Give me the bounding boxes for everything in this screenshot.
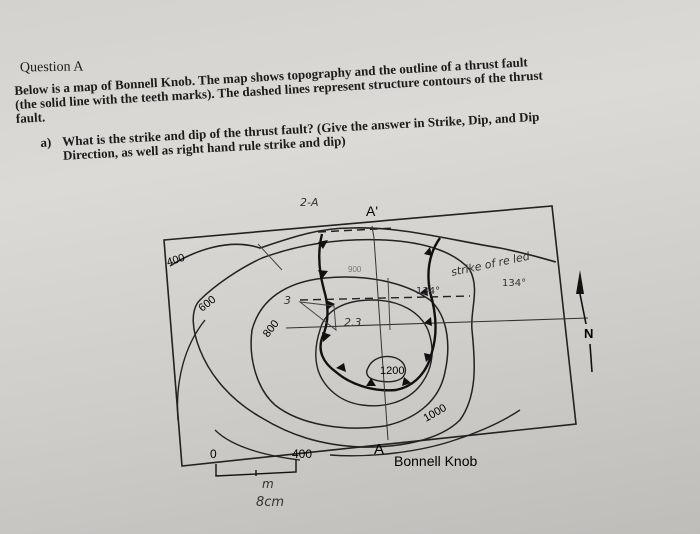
contour-label-400: 400 (165, 252, 186, 269)
pencil-diagonal (257, 243, 283, 271)
north-arrow-tail (589, 343, 593, 373)
north-arrow (576, 270, 584, 294)
handwritten-strike-value: 134° (416, 286, 440, 297)
structure-contour (285, 317, 589, 329)
contour-label-1200: 1200 (380, 365, 404, 377)
contour-label-800: 800 (261, 318, 282, 340)
contour-400 (169, 227, 557, 267)
thrust-fault-line (318, 233, 441, 392)
structure-contour (299, 295, 471, 301)
handwritten-strike-value: 134° (502, 278, 526, 289)
north-label: N (584, 326, 593, 341)
handwritten-note: 3 (284, 294, 291, 307)
handwritten-note: 2-A (300, 196, 319, 209)
contour-label-faded: 900 (348, 265, 362, 274)
map-border (163, 205, 577, 467)
cross-section-line (371, 225, 389, 441)
handwritten-note: 2.3 (344, 316, 362, 329)
contour-1200 (365, 355, 407, 383)
pencil-triangle (298, 301, 337, 332)
north-arrow-shaft (579, 293, 587, 325)
scale-unit: m (262, 477, 274, 491)
section-end-label: A' (366, 203, 378, 219)
contour-1000-upper (214, 429, 301, 461)
contour-800 (250, 276, 449, 429)
structure-contour (317, 227, 397, 233)
contour-1000 (315, 299, 433, 407)
scale-bar (215, 460, 297, 477)
pencil-vertical (387, 277, 391, 331)
scale-start: 0 (210, 447, 217, 461)
fault-teeth (318, 240, 433, 386)
section-start-label: A (374, 441, 384, 458)
map-name: Bonnell Knob (394, 453, 478, 469)
handwritten-cm-note: 8cm (256, 495, 284, 510)
contour-label-600: 600 (196, 294, 218, 315)
handwritten-strike-note: strike of re led (450, 249, 532, 279)
contour-1000-outer (176, 319, 521, 457)
scale-end: 400 (292, 447, 312, 461)
